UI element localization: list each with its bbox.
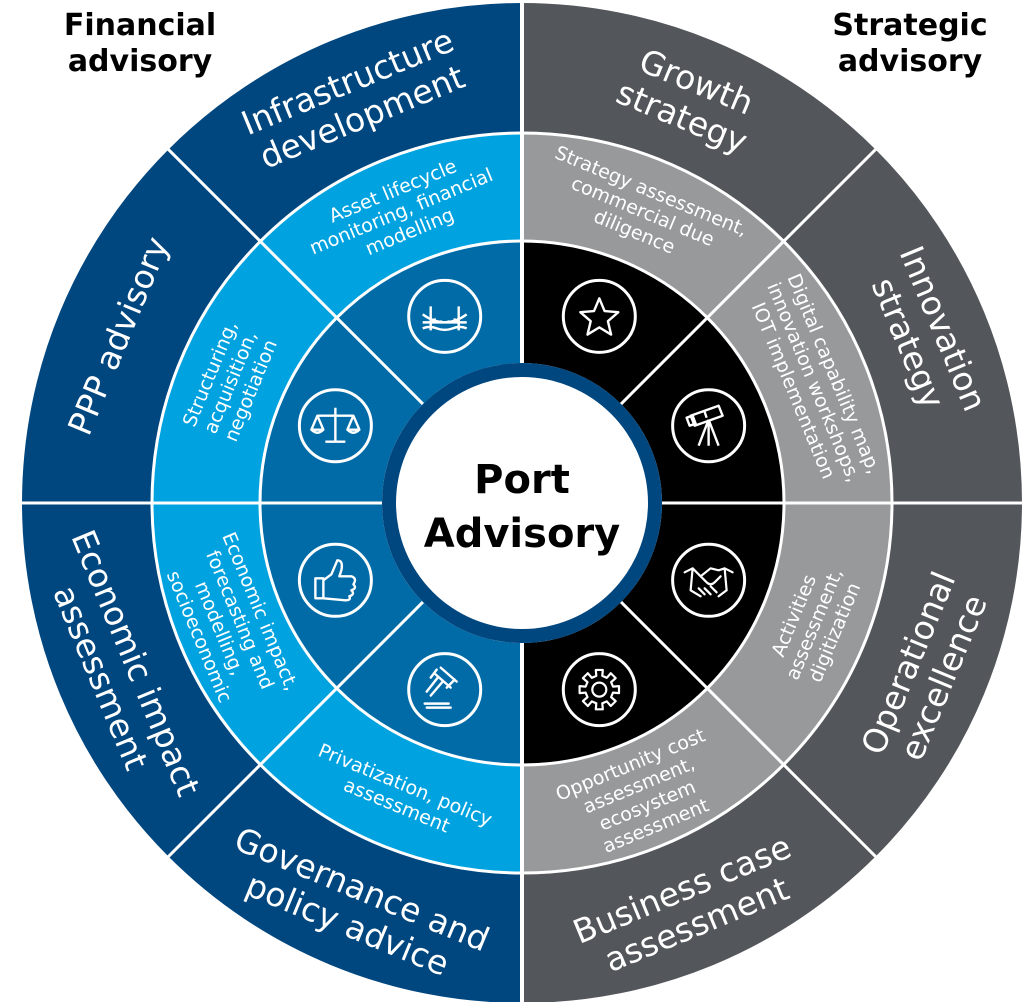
strategic-advisory-heading: Strategic advisory <box>810 8 1010 80</box>
wheel-dividers <box>20 1 1024 1002</box>
heading-line: Financial <box>63 8 217 43</box>
middle-sector-governance <box>260 688 522 873</box>
outer-sector-governance <box>168 764 522 1002</box>
bridge-icon <box>407 278 483 354</box>
middle-sector-infrastructure <box>260 133 522 318</box>
outer-sector-infrastructure <box>168 3 523 242</box>
middle-sector-operational <box>707 503 892 765</box>
divider-line <box>619 600 879 860</box>
middle-sector-growth <box>522 133 784 318</box>
thumbs-up-icon <box>297 542 373 618</box>
divider-line <box>165 600 425 860</box>
scales-icon <box>297 388 373 464</box>
outer-sector-operational <box>783 503 1022 857</box>
telescope-icon <box>671 388 747 464</box>
gavel-icon <box>407 652 483 728</box>
outer-sector-innovation <box>783 149 1022 504</box>
outer-sector-growth <box>522 3 876 242</box>
outer-sector-economic <box>22 503 261 857</box>
middle-sector-business <box>522 688 784 873</box>
outer-sector-ppp <box>22 149 261 504</box>
star-icon <box>561 278 637 354</box>
gear-icon <box>561 652 637 728</box>
divider-line <box>165 146 425 406</box>
hub-title-line: Port <box>474 457 570 503</box>
heading-line: advisory <box>837 44 983 79</box>
divider-line <box>619 146 879 406</box>
heading-line: Strategic <box>832 8 988 43</box>
middle-sector-economic <box>152 503 337 765</box>
wheel-icons <box>297 278 747 728</box>
hub-title-line: Advisory <box>424 511 620 557</box>
hub-disc <box>396 377 648 629</box>
middle-sector-ppp <box>152 241 337 503</box>
handshake-icon <box>671 542 747 618</box>
financial-advisory-heading: Financial advisory <box>40 8 240 80</box>
middle-sector-innovation <box>707 241 892 503</box>
heading-line: advisory <box>67 44 213 79</box>
outer-sector-business <box>522 764 876 1002</box>
